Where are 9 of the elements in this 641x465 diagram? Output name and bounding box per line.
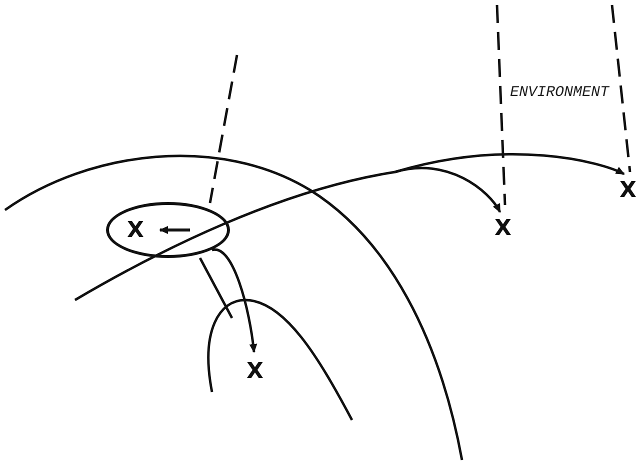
x-mark: X xyxy=(127,218,144,242)
region-label: ENVIRONMENT xyxy=(510,84,610,101)
x-mark: X xyxy=(243,357,267,385)
curved-arrow xyxy=(212,248,258,353)
x-mark: X xyxy=(616,176,640,204)
x-mark: X xyxy=(491,214,515,242)
curved-line xyxy=(74,170,396,302)
curved-arrow xyxy=(394,153,625,176)
oval-region xyxy=(106,202,230,258)
